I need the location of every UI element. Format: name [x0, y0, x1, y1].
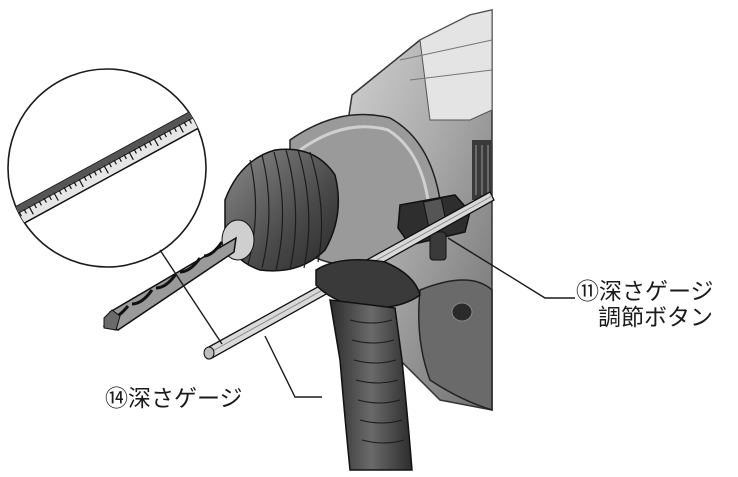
- depth-gauge-button-label: ⑪深さゲージ 調節ボタン: [576, 279, 714, 331]
- scale-tick: [209, 108, 211, 112]
- scale-tick: [128, 151, 134, 161]
- scale-tick: [203, 110, 206, 120]
- callout-14-leader: [264, 335, 322, 398]
- scale-tick: [53, 192, 59, 201]
- scale-tick: [188, 118, 192, 124]
- scale-tick: [58, 189, 62, 195]
- scale-tick: [148, 140, 152, 146]
- scale-tick: [73, 181, 77, 187]
- scale-tick: [23, 208, 27, 214]
- scale-tick: [173, 126, 177, 132]
- scale-tick: [123, 154, 127, 160]
- scale-tick: [214, 105, 216, 109]
- magnified-scale-inset: [7, 68, 226, 268]
- scale-tick: [18, 211, 22, 217]
- callout-11-leader: [447, 237, 575, 299]
- scale-tick: [108, 162, 112, 168]
- depth-gauge-button-shape: [429, 231, 447, 261]
- scale-tick: [133, 148, 137, 154]
- callout-14-number: ⑭: [105, 386, 128, 412]
- scale-tick: [168, 129, 172, 135]
- scale-tick: [153, 137, 159, 147]
- scale-tick: [93, 170, 97, 176]
- scale-tick: [224, 100, 226, 104]
- callout-11-line2: 調節ボタン: [598, 305, 713, 331]
- side-handle: [315, 259, 421, 471]
- motor-lower: [418, 279, 493, 412]
- scale-tick: [98, 167, 102, 173]
- scale-tick: [28, 206, 34, 215]
- scale-tick: [68, 184, 72, 190]
- scale-tick: [8, 216, 12, 222]
- scale-tick: [103, 165, 109, 174]
- callout-14-text: 深さゲージ: [128, 386, 243, 412]
- depth-gauge-label: ⑭深さゲージ: [105, 386, 243, 412]
- scale-tick: [88, 173, 92, 179]
- inset-leader-line: [159, 249, 223, 345]
- callout-11-number: ⑪: [576, 279, 599, 305]
- scale-tick: [143, 143, 147, 149]
- scale-tick: [33, 203, 37, 209]
- scale-tick: [78, 178, 84, 188]
- scale-tick: [183, 121, 187, 127]
- scale-tick: [63, 186, 67, 192]
- scale-tick: [163, 132, 167, 138]
- scale-tick: [138, 146, 142, 152]
- scale-tick: [8, 219, 9, 229]
- scale-tick: [219, 103, 221, 107]
- scale-tick: [198, 113, 202, 119]
- drill-bit: [102, 236, 237, 331]
- scale-tick: [43, 197, 47, 203]
- scale-tick: [38, 200, 42, 206]
- scale-tick: [118, 156, 122, 162]
- chuck: [221, 148, 340, 272]
- scale-tick: [13, 214, 17, 220]
- scale-tick: [178, 124, 184, 133]
- scale-tick: [48, 195, 52, 201]
- callout-11-line1: 深さゲージ: [599, 279, 714, 305]
- scale-tick: [83, 176, 87, 182]
- scale-tick: [158, 135, 162, 141]
- scale-tick: [113, 159, 117, 165]
